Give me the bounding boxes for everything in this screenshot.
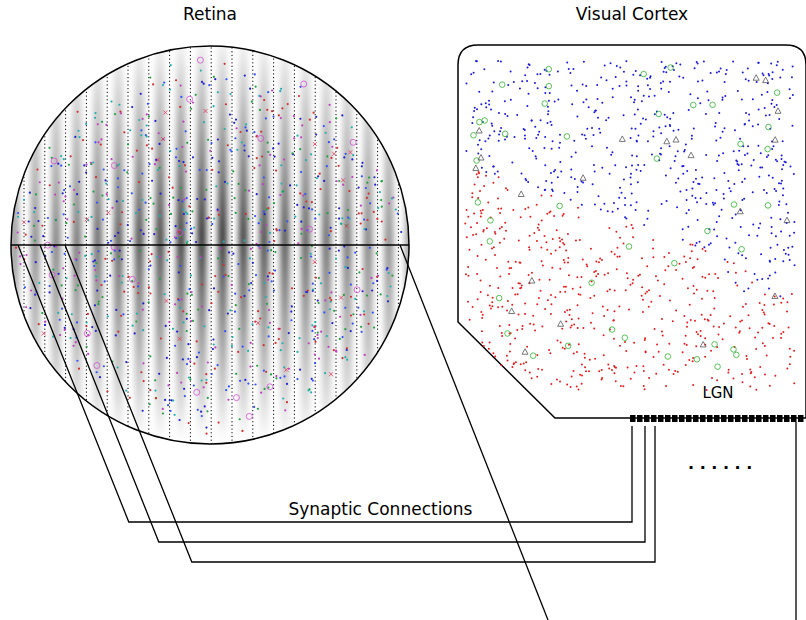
retina-texture	[10, 30, 419, 450]
cortex-region: Visual CortexLGN	[458, 4, 806, 418]
node-title: Visual Cortex	[458, 4, 806, 24]
ellipsis-label: . . . . . .	[688, 454, 752, 473]
synapse-connector	[65, 245, 655, 562]
lgn-region: LGN	[630, 384, 806, 418]
retina-axis	[11, 244, 409, 246]
cortex-outline	[458, 45, 806, 418]
node-title: LGN	[630, 384, 806, 402]
retina-region: Retina	[10, 4, 410, 444]
synapse-line	[795, 422, 796, 620]
retina-outline	[11, 46, 409, 444]
node-title: Retina	[10, 4, 410, 24]
connection-label: Synaptic Connections	[286, 499, 474, 519]
cortex-neurons	[464, 60, 795, 391]
synapse-connector	[40, 245, 645, 542]
lgn-cells	[630, 415, 804, 422]
synapse-line	[400, 245, 548, 620]
synapse-connector	[18, 245, 632, 522]
